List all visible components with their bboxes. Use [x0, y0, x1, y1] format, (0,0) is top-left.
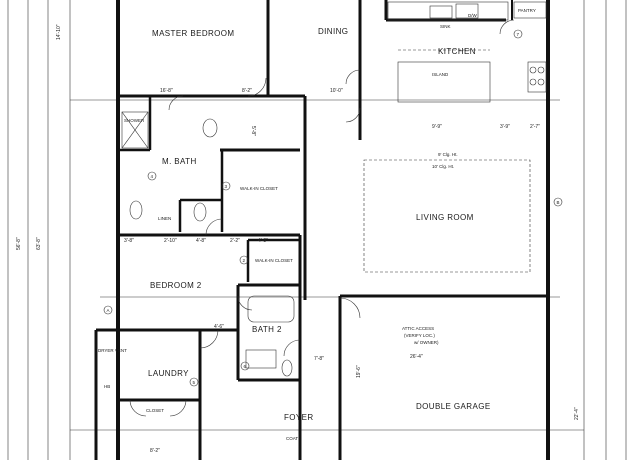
kitchen-label: KITCHEN: [438, 47, 476, 56]
pantry-label: PANTRY: [518, 8, 536, 13]
dimension-label: 7'-8": [314, 356, 324, 362]
sink-label: SINK: [440, 24, 451, 29]
dimension-label: 16'-8": [160, 88, 173, 94]
shower-label: SHOWER: [124, 118, 145, 123]
living-room-ceiling-outline: [363, 159, 531, 273]
laundry-label: LAUNDRY: [148, 369, 189, 378]
marker-label: 2: [243, 258, 246, 263]
dryer-vent-label: DRYER VENT: [98, 348, 127, 353]
attic-access-label-3: w/ OWNER): [414, 340, 439, 345]
dimension-label: 8'-2": [242, 88, 252, 94]
marker-label: B: [557, 200, 560, 205]
dimension-label: 8'-2": [150, 448, 160, 454]
room-labels: MASTER BEDROOM DINING KITCHEN ISLAND PAN…: [98, 8, 536, 441]
exterior-walls: [94, 0, 550, 460]
foyer-label: FOYER: [284, 413, 314, 422]
walk-in-closet-1-label: WALK-IN CLOSET: [240, 186, 278, 191]
dimension-label: 4'-8": [258, 238, 268, 244]
bath-2-label: BATH 2: [252, 325, 282, 334]
bath-fixtures: [121, 111, 295, 377]
window-hatch-marks: [116, 20, 550, 420]
outer-dimension-lines: [7, 0, 627, 460]
dimension-label: 5'-8": [250, 126, 256, 136]
double-garage-label: DOUBLE GARAGE: [416, 402, 491, 411]
dimension-label: 56'-8": [16, 237, 22, 250]
kitchen-fixtures: [387, 1, 547, 103]
dimension-label: 3'-9": [500, 124, 510, 130]
marker-label: 6: [244, 364, 247, 369]
marker-label: 3: [225, 184, 228, 189]
marker-label: 4: [151, 174, 154, 179]
dimension-label: 10'-0": [330, 88, 343, 94]
dimension-label: 4'-6": [214, 324, 224, 330]
attic-access-label-2: (VERIFY LOC.): [404, 333, 435, 338]
dimension-label: 2'-7": [530, 124, 540, 130]
dimension-label: 4'-8": [196, 238, 206, 244]
marker-label: A: [107, 308, 110, 313]
dimension-label: 63'-8": [36, 237, 42, 250]
dimension-label: 2'-2": [230, 238, 240, 244]
living-room-label: LIVING ROOM: [416, 213, 474, 222]
dimension-label: 19'-6": [356, 365, 362, 378]
dimension-labels: 14'-10" 16'-8" 8'-2" 10'-0" 9'-9" 3'-9" …: [16, 24, 580, 454]
dimension-label: 2'-10": [164, 238, 177, 244]
door-swings: [129, 69, 361, 417]
hb-label: HB: [104, 384, 110, 389]
marker-label: 7: [517, 32, 520, 37]
closet-label: CLOSET: [146, 408, 164, 413]
dimension-label: 22'-4": [574, 407, 580, 420]
master-bedroom-label: MASTER BEDROOM: [152, 29, 235, 38]
ceiling-height-1-label: 9' Clg. Ht.: [438, 152, 458, 157]
m-bath-label: M. BATH: [162, 157, 197, 166]
dimension-label: 14'-10": [56, 24, 62, 40]
coat-label: COAT: [286, 436, 298, 441]
interior-walls: [118, 0, 548, 460]
callout-markers: A B 4 3 2 5 6 7: [103, 29, 563, 387]
ceiling-height-2-label: 10' Clg. Ht.: [432, 164, 454, 169]
dimension-label: 9'-9": [432, 124, 442, 130]
island-label: ISLAND: [432, 72, 449, 77]
marker-label: 5: [193, 380, 196, 385]
dimension-label: 3'-8": [124, 238, 134, 244]
attic-access-label-1: ATTIC ACCESS: [402, 326, 434, 331]
linen-label: LINEN: [158, 216, 171, 221]
bedroom-2-label: BEDROOM 2: [150, 281, 202, 290]
dimension-label: 26'-4": [410, 354, 423, 360]
dw-label: D/W: [468, 13, 478, 18]
walk-in-closet-2-label: WALK-IN CLOSET: [255, 258, 293, 263]
dining-label: DINING: [318, 27, 348, 36]
